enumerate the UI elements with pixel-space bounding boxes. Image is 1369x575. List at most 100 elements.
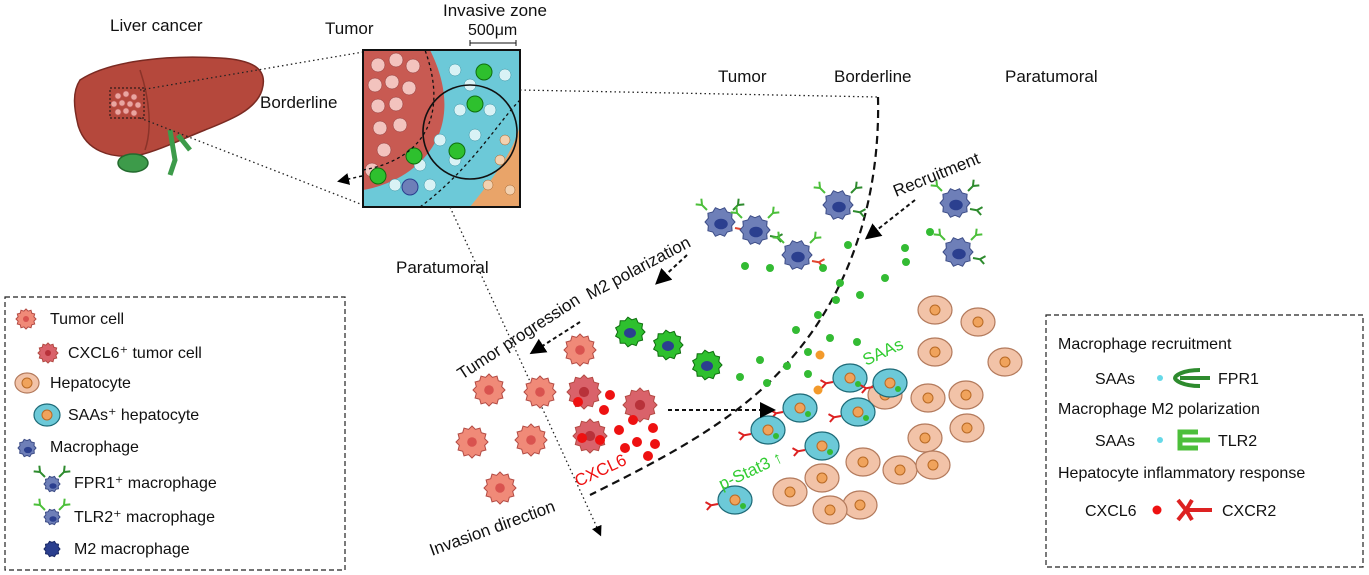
receptor-stem	[972, 255, 986, 265]
label-saas: SAAs	[860, 334, 907, 369]
hepatocyte	[804, 463, 840, 493]
hepatocyte-nucleus	[922, 392, 934, 404]
hepatocyte-nucleus	[21, 377, 33, 389]
hepatocytes	[772, 295, 1023, 525]
tlr2-macrophage-icon	[43, 508, 61, 526]
hepatocyte-nucleus	[41, 409, 53, 421]
receptor-stem	[58, 498, 71, 511]
saas-dot	[766, 264, 774, 272]
saas-dot	[792, 326, 800, 334]
recruitment-arrow	[864, 199, 916, 240]
hepatocyte	[772, 477, 808, 507]
tlr2-receptor-mini	[33, 498, 46, 511]
receptor-stem	[813, 181, 826, 194]
saas-hepatocyte	[840, 397, 876, 427]
tissue-inset	[362, 40, 521, 208]
macrophage-icon	[17, 438, 37, 458]
hepatocyte-nucleus	[729, 494, 741, 506]
m2-nucleus	[701, 361, 713, 371]
cxcr2-receptor-icon	[1176, 498, 1212, 522]
membrane-receptor	[933, 228, 946, 241]
hepatocyte-nucleus	[852, 406, 864, 418]
saas-hepatocyte	[832, 363, 868, 393]
receptor-macrophage	[704, 207, 736, 237]
membrane-receptor	[730, 206, 743, 219]
hepatocyte-nucleus	[844, 372, 856, 384]
macrophage-nucleus	[749, 226, 763, 238]
tumor-cell	[455, 425, 489, 459]
hepatocyte	[917, 295, 953, 325]
cxcr2-receptor	[705, 501, 719, 511]
hepatocyte-nucleus	[816, 472, 828, 484]
hepatocyte-nucleus	[919, 432, 931, 444]
receptor-stem	[850, 181, 863, 194]
saas-dot	[804, 348, 812, 356]
saas-dots	[736, 228, 934, 395]
process-arrows	[529, 199, 916, 418]
tumor-cell	[483, 471, 517, 505]
label-invasion-direction: Invasion direction	[427, 497, 558, 560]
hepatocyte-nucleus	[960, 389, 972, 401]
saas-hepatocytes	[705, 363, 908, 515]
saas-dot	[736, 373, 744, 381]
cell-nucleus	[634, 399, 646, 411]
receptor-stem	[767, 206, 780, 219]
tlr2-receptor-icon	[1177, 429, 1210, 451]
saas-dot	[804, 370, 812, 378]
orange-dot	[813, 385, 823, 395]
receptor-stem	[970, 228, 983, 241]
saas-dot	[756, 356, 764, 364]
hepatocyte	[842, 490, 878, 520]
saas-dot	[814, 311, 822, 319]
pstat3-marker	[855, 381, 861, 387]
cxcl6-dot	[632, 437, 642, 447]
cxcl6-dot	[573, 397, 583, 407]
legend-label-hepatocyte: Hepatocyte	[50, 375, 131, 392]
cell-nucleus	[484, 385, 494, 395]
cell-nucleus	[495, 483, 505, 493]
legend-polarization-title: Macrophage M2 polarization	[1058, 401, 1260, 418]
receptor-stem	[772, 231, 785, 244]
membrane-receptor	[772, 231, 785, 244]
receptor-macrophage	[942, 237, 974, 267]
inset-expansion-lines	[449, 89, 879, 537]
legend-inflammatory-receptor: CXCR2	[1222, 503, 1276, 520]
macrophage-nucleus	[23, 446, 33, 454]
cell-nucleus	[535, 387, 545, 397]
legend-recruitment-title: Macrophage recruitment	[1058, 336, 1232, 353]
membrane-receptor	[850, 181, 863, 194]
saas-dot	[853, 338, 861, 346]
m2-nucleus	[662, 341, 674, 351]
receptor-macrophage	[739, 215, 771, 245]
cell-nucleus	[575, 345, 585, 355]
tumor-cells	[455, 333, 597, 505]
cxcl6-tumor-cell	[566, 374, 602, 410]
legend-recruitment-ligand: SAAs	[1095, 371, 1135, 388]
m2-macrophage	[652, 329, 684, 361]
cxcr2-receptor	[860, 384, 874, 394]
hepatocyte	[948, 380, 984, 410]
tumor-cell	[523, 375, 557, 409]
macrophage-nucleus	[49, 483, 57, 489]
saas-hepatocyte	[782, 393, 818, 423]
hepatocyte-icon	[14, 372, 40, 394]
saas-hepatocyte	[872, 368, 908, 398]
saas-dot	[856, 291, 864, 299]
membrane-receptor	[695, 198, 708, 211]
hepatocyte	[917, 337, 953, 367]
macrophage-nucleus	[949, 199, 963, 211]
hepatocyte-nucleus	[961, 422, 973, 434]
membrane-receptor	[852, 208, 866, 218]
legend-label-m2-macrophage: M2 macrophage	[74, 541, 190, 558]
saas-ligand-icon	[1157, 375, 1163, 381]
cxcl6-dot	[648, 423, 658, 433]
m2-macrophage	[691, 349, 723, 381]
hepatocyte-nucleus	[824, 504, 836, 516]
membrane-receptor	[930, 179, 943, 192]
receptor-stem	[930, 179, 943, 192]
membrane-receptor	[767, 206, 780, 219]
hepatocyte-nucleus	[894, 464, 906, 476]
label-liver-cancer: Liver cancer	[110, 16, 203, 35]
cxcr2-receptor	[738, 431, 752, 441]
saas-ligand-icon-2	[1157, 437, 1163, 443]
